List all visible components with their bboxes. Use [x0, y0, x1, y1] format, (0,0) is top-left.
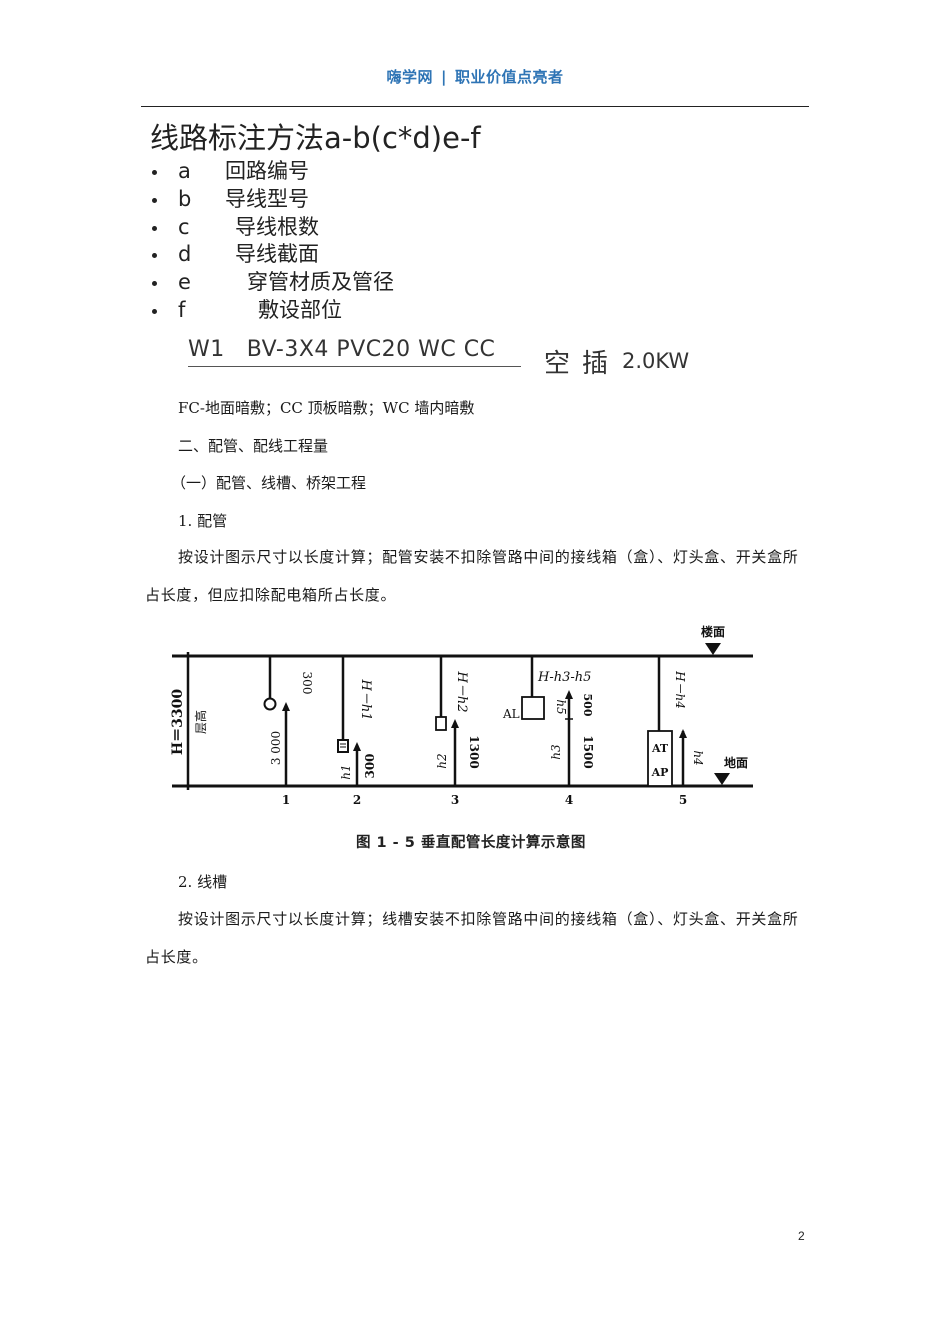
bullet-icon [152, 281, 157, 287]
vertical-conduit-diagram: H＝3300 层高 300 3 000 1 H－h1 300 h1 2 H－h2… [170, 624, 753, 807]
socket-box-icon [435, 716, 447, 731]
dim-label: h3 [549, 744, 563, 760]
dim-label: H－h1 [358, 679, 373, 721]
list-desc: 导线根数 [235, 214, 319, 239]
list-key: e [178, 270, 191, 295]
laying-codes-text: FC-地面暗敷；CC 顶板暗敷；WC 墙内暗敷 [178, 399, 475, 417]
site-slogan: 职业价值点亮者 [454, 68, 564, 86]
list-desc: 导线型号 [225, 186, 309, 211]
dim-label: 300 [363, 753, 377, 778]
wire-spec: BV-3X4 PVC20 WC CC [246, 337, 496, 362]
circuit-label: 空插 [544, 349, 621, 379]
list-key: d [178, 242, 192, 267]
list-key: f [178, 297, 186, 322]
item-body-2: 按设计图示尺寸以长度计算；线槽安装不扣除管路中间的接线箱（盒）、灯头盒、开关盒所… [145, 910, 799, 966]
list-desc: 导线截面 [235, 242, 319, 267]
dim-label: 1500 [581, 735, 595, 768]
point-label: 3 [451, 793, 459, 807]
list-item: f 敷设部位 [150, 297, 481, 325]
list-item: d 导线截面 [150, 241, 481, 269]
panel-label: AL [502, 707, 520, 721]
dim-label: 1300 [467, 735, 481, 768]
item-heading-1: 1. 配管 [178, 512, 228, 530]
figure-caption: 图 1 - 5 垂直配管长度计算示意图 [356, 835, 586, 851]
distribution-box-icon [521, 696, 545, 720]
header-separator: | [441, 68, 447, 86]
point-label: 5 [679, 793, 687, 807]
dim-label: 500 [581, 694, 594, 717]
bullet-icon [152, 253, 157, 259]
list-item: c 导线根数 [150, 214, 481, 242]
dim-label: 300 [300, 672, 314, 695]
switch-box-icon [337, 739, 349, 753]
circuit-power: 2.0KW [622, 349, 690, 373]
list-key: c [178, 214, 190, 239]
bullet-icon [152, 308, 157, 314]
dim-label: h2 [435, 753, 449, 768]
list-desc: 敷设部位 [258, 297, 342, 322]
ground-label: 地面 [724, 755, 748, 770]
bullet-icon [152, 225, 157, 231]
list-desc: 回路编号 [225, 159, 309, 183]
list-desc: 穿管材质及管径 [247, 270, 394, 295]
floor-level-marker-icon [705, 643, 721, 655]
list-item: a 回路编号 [150, 158, 481, 186]
dim-label: h1 [339, 764, 353, 779]
page-header: 嗨学网 | 职业价值点亮者 [0, 66, 950, 87]
point-label: 2 [353, 793, 361, 807]
ground-level-marker-icon [714, 773, 730, 785]
dim-label: h4 [691, 750, 705, 765]
story-height-label: H＝3300 [170, 689, 186, 755]
header-rule [141, 106, 809, 107]
wiring-spec: W1 BV-3X4 PVC20 WC CC [188, 337, 521, 367]
slide-title: 线路标注方法a-b(c*d)e-f [150, 121, 481, 155]
lamp-icon [263, 697, 277, 711]
list-item: e 穿管材质及管径 [150, 269, 481, 297]
section-heading: 二、配管、配线工程量 [178, 437, 329, 455]
circuit-id: W1 [188, 337, 225, 362]
panel-box-icon [647, 730, 673, 787]
annotation-slide-image: 线路标注方法a-b(c*d)e-f a 回路编号 b 导线型号 c 导线根数 d 导线截… [150, 118, 481, 325]
dim-label: H－h2 [454, 671, 469, 713]
site-name: 嗨学网 [386, 68, 433, 86]
item-heading-2: 2. 线槽 [178, 873, 228, 891]
dim-label: 3 000 [269, 731, 283, 765]
item-body-1: 按设计图示尺寸以长度计算；配管安装不扣除管路中间的接线箱（盒）、灯头盒、开关盒所… [145, 548, 799, 604]
list-key: a [178, 159, 191, 183]
slide-bullet-list: a 回路编号 b 导线型号 c 导线根数 d 导线截面 e 穿管材质及管径 f 敷设部位 [150, 158, 481, 325]
list-key: b [178, 186, 192, 211]
dim-label: H－h4 [673, 670, 687, 709]
list-item: b 导线型号 [150, 186, 481, 214]
wiring-example-image: W1 BV-3X4 PVC20 WC CC 空插 2.0KW [188, 337, 689, 379]
point-label: 4 [565, 793, 573, 807]
subsection-heading: （一）配管、线槽、桥架工程 [171, 474, 367, 492]
page-number: 2 [798, 1229, 805, 1243]
floor-label: 楼面 [701, 624, 725, 639]
bullet-icon [152, 170, 157, 175]
story-label: 层高 [193, 710, 208, 734]
panel-label: AT [651, 742, 669, 755]
dim-label: h5 [554, 699, 568, 714]
panel-label: AP [651, 766, 669, 779]
point-label: 1 [282, 793, 290, 807]
dim-label: H-h3-h5 [537, 670, 591, 685]
bullet-icon [152, 197, 157, 203]
